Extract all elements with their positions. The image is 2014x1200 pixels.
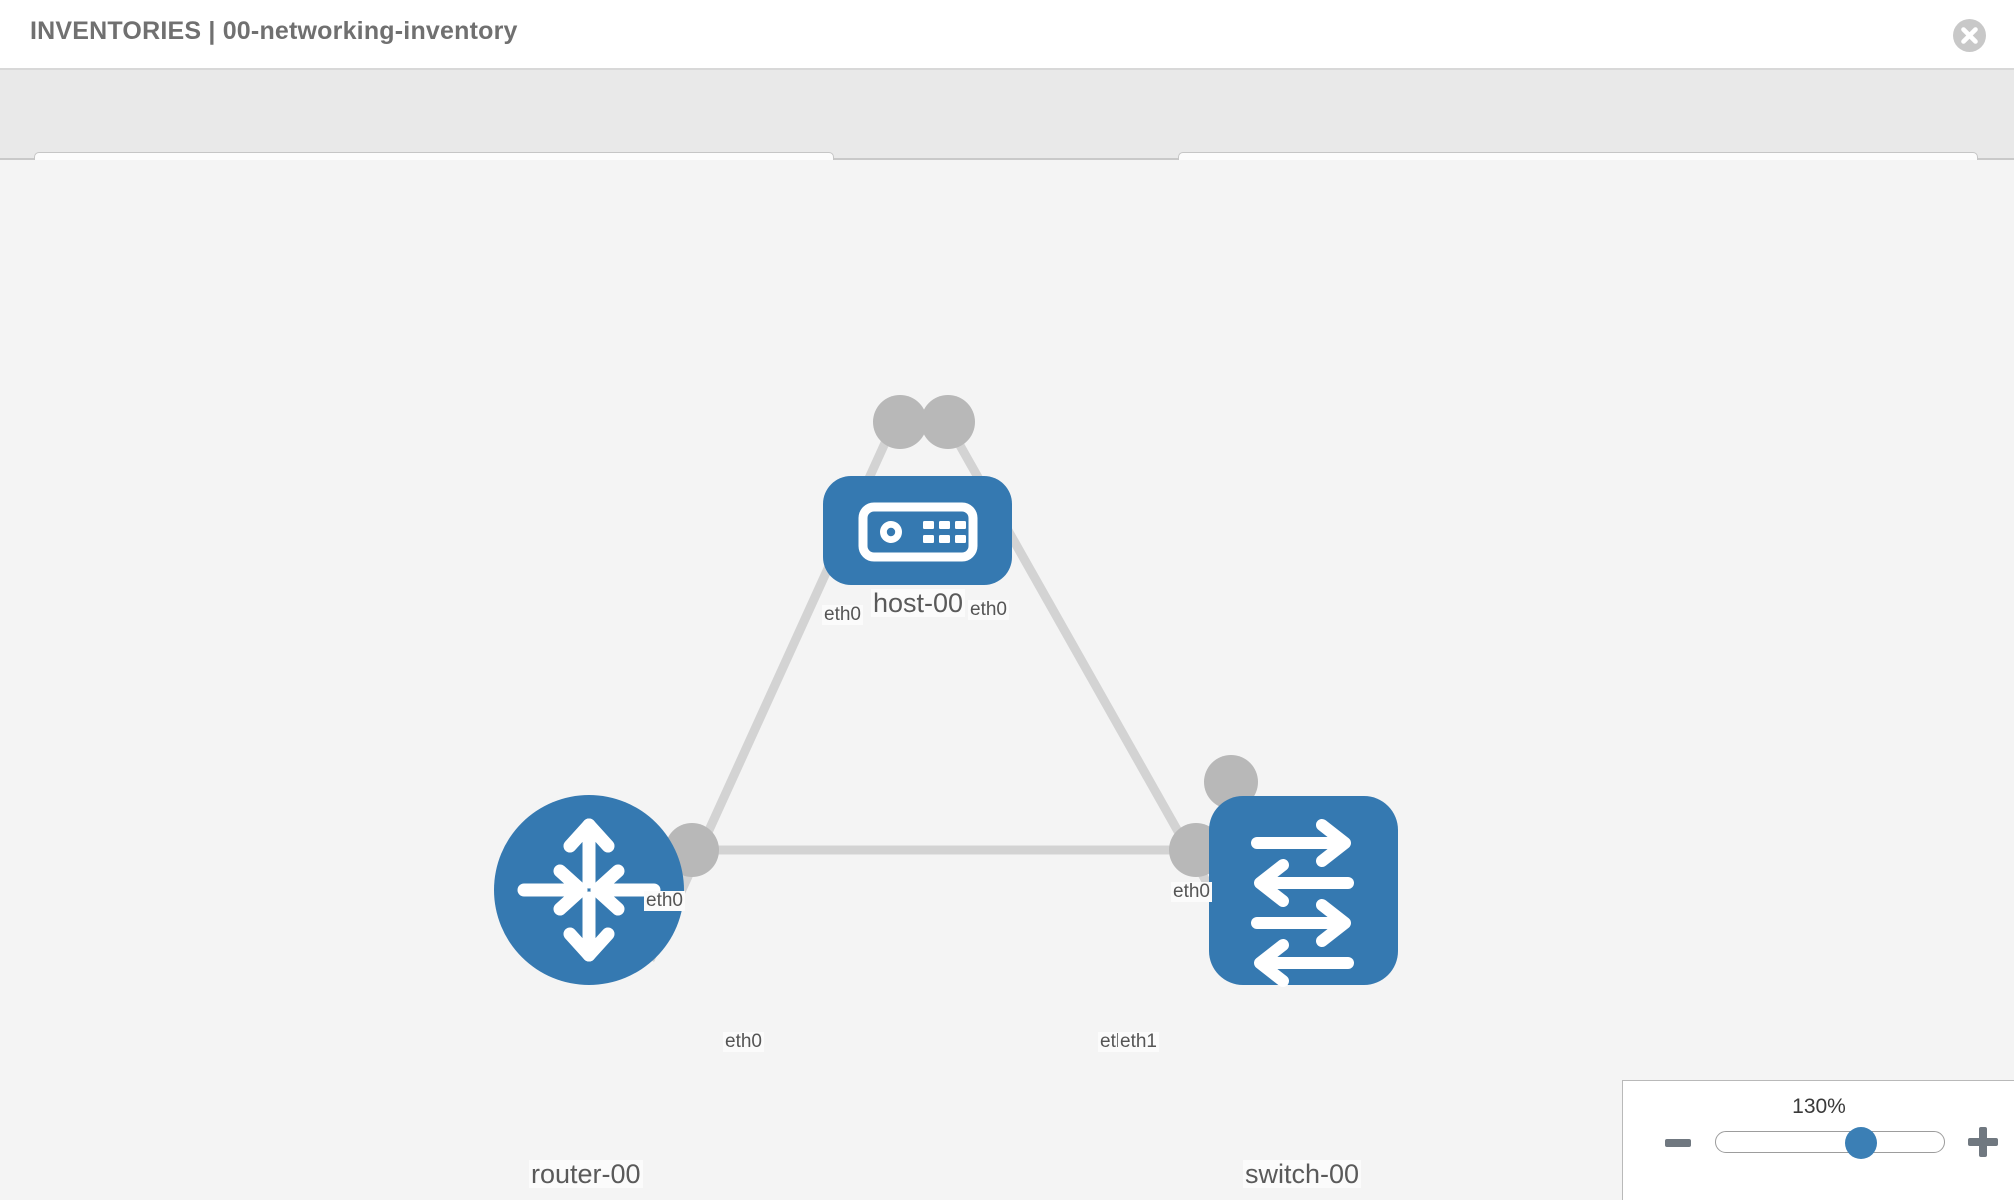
- zoom-slider-thumb[interactable]: [1845, 1127, 1877, 1159]
- close-icon[interactable]: [1953, 19, 1986, 52]
- switch-arrows-icon: [1251, 819, 1354, 987]
- connector-switch00-nw: [1204, 755, 1258, 809]
- link-label-router00-eth0: eth0: [723, 1031, 764, 1052]
- zoom-control-panel: 130%: [1622, 1080, 2014, 1200]
- link-label-switch00-uplink: eth0: [1171, 881, 1212, 902]
- link-label-switch00-eth1: eth1: [1118, 1031, 1159, 1052]
- window-header: INVENTORIES | 00-networking-inventory: [0, 0, 2014, 70]
- zoom-in-button[interactable]: [1968, 1127, 1998, 1157]
- connector-host00-right: [921, 395, 975, 449]
- router-arrows-icon: [517, 818, 661, 962]
- page-title: INVENTORIES | 00-networking-inventory: [30, 17, 518, 45]
- node-host-00: [823, 476, 1012, 585]
- node-label-host-00: host-00: [871, 588, 966, 618]
- zoom-slider-track[interactable]: [1715, 1131, 1945, 1153]
- link-label-host00-right: eth0: [968, 599, 1009, 620]
- server-device-icon: [858, 502, 978, 562]
- topology-graph: [494, 395, 1398, 987]
- link-label-host00-left: eth0: [822, 604, 863, 625]
- toolbar: ACTIONS SEARCH: [0, 70, 2014, 200]
- topology-canvas[interactable]: eth0 eth0 eth0 eth0 eth0 eth0 eth1 host-…: [0, 160, 2014, 1200]
- link-label-router00-uplink: eth0: [644, 890, 685, 911]
- node-label-router-00: router-00: [529, 1159, 643, 1189]
- connector-host00-left: [873, 395, 927, 449]
- node-switch-00: [1209, 796, 1398, 987]
- topology-connectors: [665, 395, 1258, 877]
- zoom-level-value: 130%: [1792, 1095, 1846, 1118]
- zoom-out-button[interactable]: [1665, 1139, 1691, 1147]
- node-router-00: [494, 795, 684, 985]
- node-label-switch-00: switch-00: [1243, 1159, 1362, 1189]
